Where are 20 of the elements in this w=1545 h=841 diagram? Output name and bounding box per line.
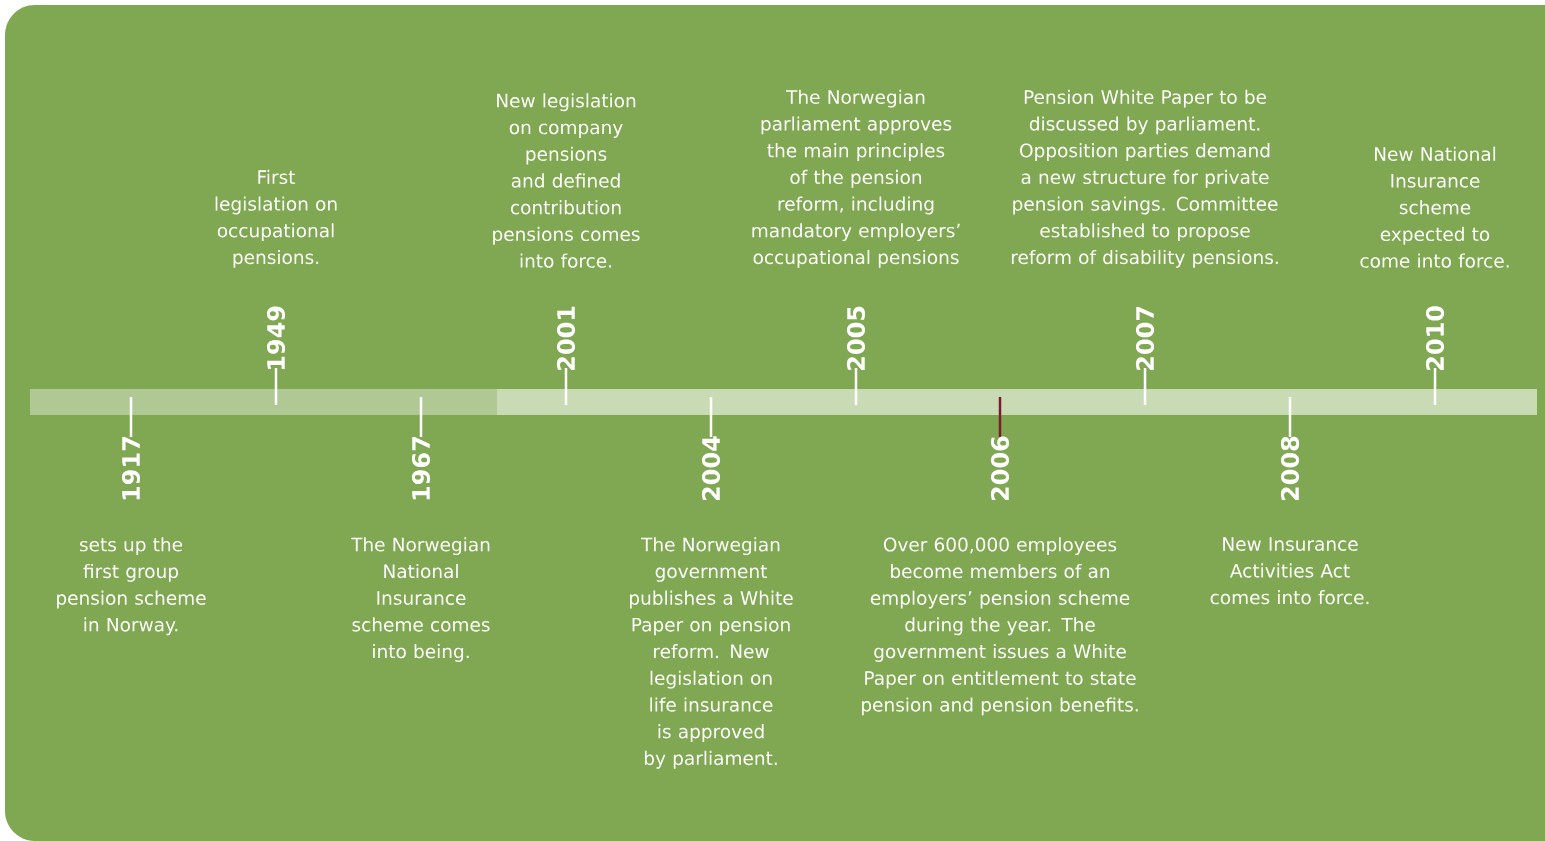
year-label: 2004 [701, 436, 721, 501]
event-text: Over 600,000 employees become members of an employers’ pension scheme during the year. The government issues a White Paper on entitlement to state pension and pension benefits. [862, 537, 1138, 716]
year-label: 1949 [266, 306, 286, 370]
event-text: sets up the first group pension scheme in Norway. [57, 537, 206, 636]
event-text: First legislation on occupational pensions. [215, 169, 337, 268]
event-text: New Insurance Activities Act comes into force. [1210, 537, 1369, 605]
event-text: The Norwegian parliament approves the main principles of the pension reform, including mandatory employers’ occupational pensions [752, 89, 960, 268]
year-label: 1917 [121, 437, 141, 500]
year-label: 1967 [411, 437, 431, 500]
year-label: 2008 [1280, 436, 1300, 501]
event-text: New National Insurance scheme expected to come into force. [1360, 146, 1509, 268]
event-text: New legislation on company pensions and defined contribution pensions comes into force. [493, 93, 640, 268]
event-text: The Norwegian National Insurance scheme comes into being. [351, 537, 490, 662]
year-label: 2006 [990, 436, 1010, 501]
event-text: Pension White Paper to be discussed by parliament. Opposition parties demand a new structure for private pension savings. Committee established to propose reform of disability pensions. [1011, 89, 1278, 268]
year-label: 2005 [846, 306, 866, 370]
year-label: 2010 [1425, 306, 1445, 370]
event-text: The Norwegian government publishes a White Paper on pension reform. New legislation on life insurance is approved by parliament. [630, 537, 793, 769]
year-label: 2007 [1135, 306, 1155, 370]
year-label: 2001 [556, 306, 576, 370]
